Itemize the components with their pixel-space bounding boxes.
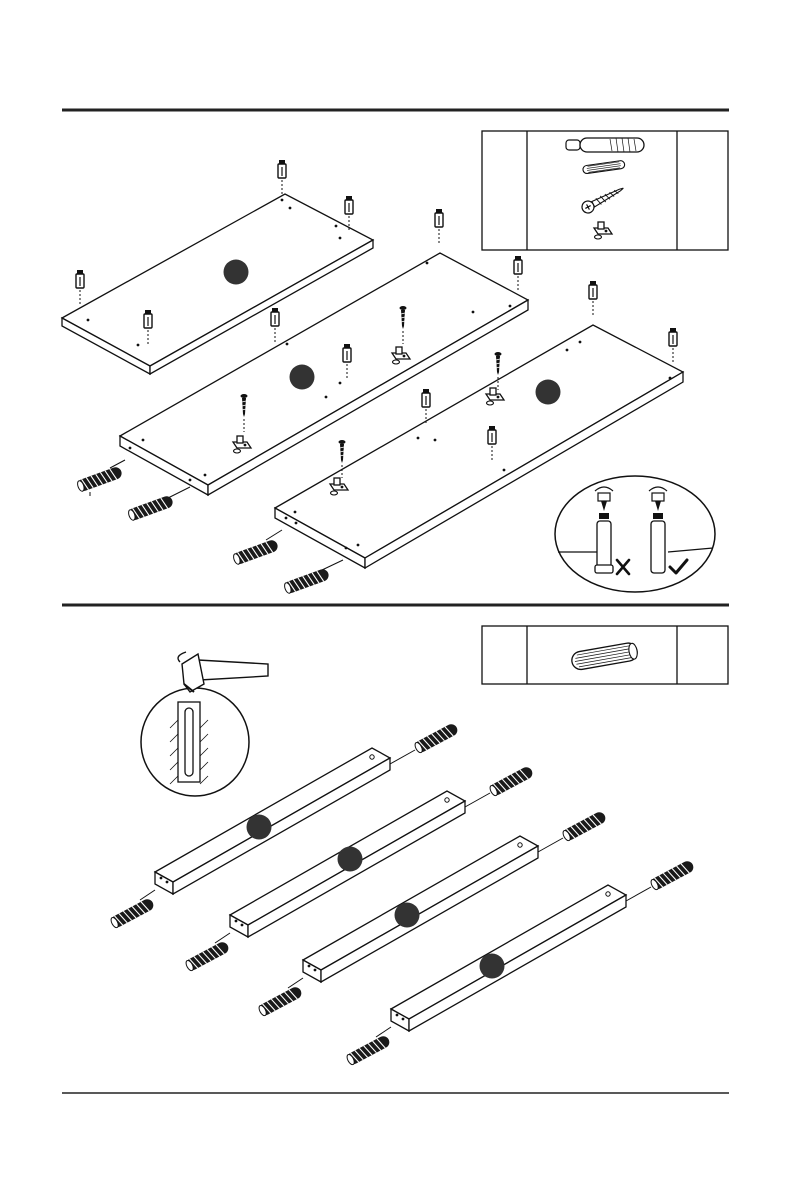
step-1-hardware-box: [482, 131, 728, 250]
rail-4: [345, 859, 695, 1066]
part-badge: [395, 903, 420, 928]
cam-lock-detail-callout: [555, 476, 715, 592]
cam-bolt-icon: [566, 138, 644, 152]
step-2-hardware-box: [482, 626, 728, 684]
part-badge: [224, 260, 249, 285]
hammer-icon: [178, 652, 268, 692]
part-badge: [480, 954, 505, 979]
part-badge: [338, 847, 363, 872]
part-badge: [536, 380, 561, 405]
part-badge: [290, 365, 315, 390]
part-badge: [247, 815, 272, 840]
dowel-insert-detail-callout: [141, 652, 268, 796]
